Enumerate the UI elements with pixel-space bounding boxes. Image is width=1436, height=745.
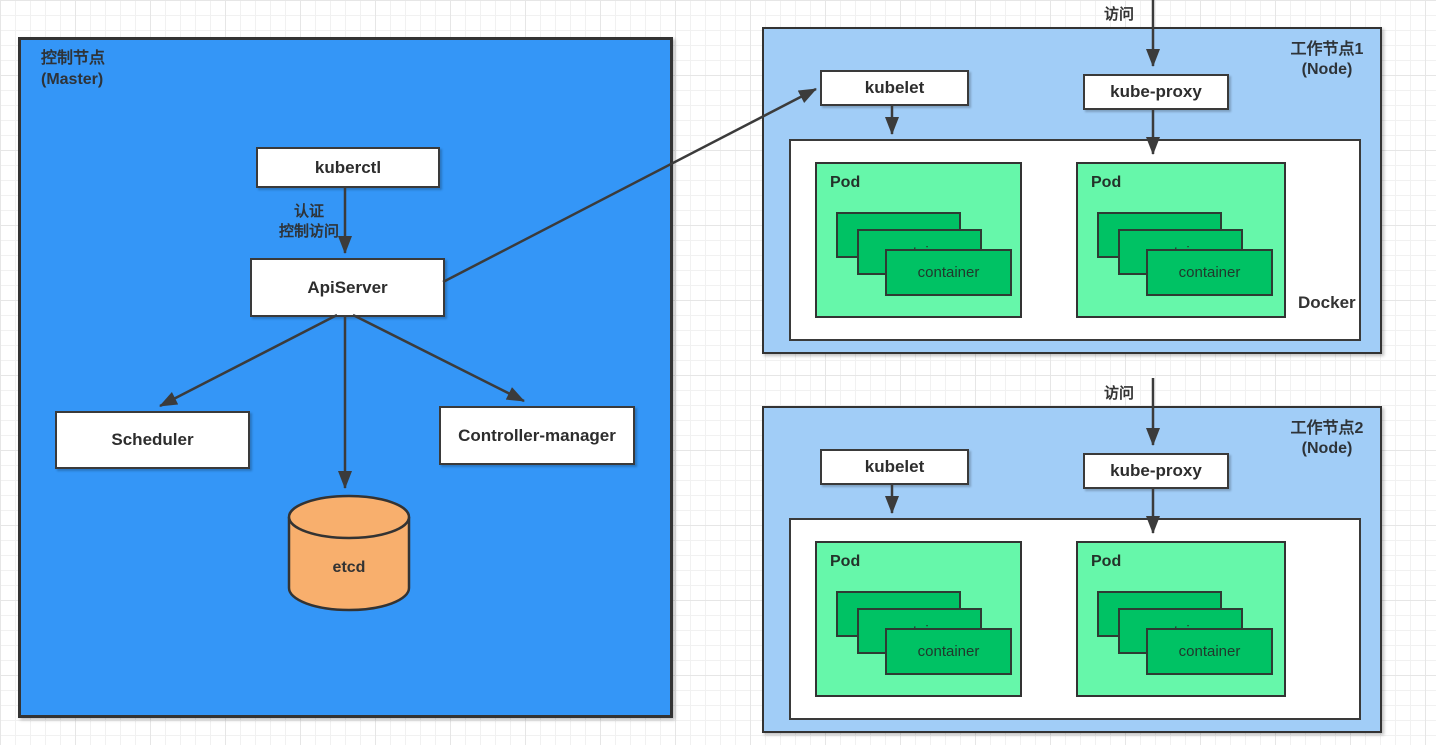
etcd-label: etcd xyxy=(332,559,366,576)
node1-pod-2-label: Pod xyxy=(1091,174,1122,191)
controller-manager-box: Controller-manager xyxy=(439,406,635,465)
auth-edge-label-line2: 控制访问 xyxy=(278,222,339,240)
node1-pod-1-container-front: container xyxy=(885,249,1012,296)
worker-node-1-title-line1: 工作节点1 xyxy=(1290,41,1364,58)
node1-kubelet-box: kubelet xyxy=(820,70,969,106)
kuberctl-label: kuberctl xyxy=(314,157,382,177)
scheduler-label: Scheduler xyxy=(111,430,194,449)
node2-pod-2: Pod container container container xyxy=(1076,541,1286,697)
worker-node-2-panel: 工作节点2 (Node) kubelet kube-proxy Pod cont… xyxy=(762,406,1382,733)
node2-kubelet-box: kubelet xyxy=(820,449,969,485)
node2-access-label: 访问 xyxy=(1104,385,1135,402)
etcd-cylinder: etcd xyxy=(286,493,412,614)
apiserver-box: ApiServer xyxy=(250,258,445,317)
worker-node-1-title: 工作节点1 (Node) xyxy=(1283,40,1371,80)
scheduler-box: Scheduler xyxy=(55,411,250,469)
node2-pod-2-container-front: container xyxy=(1146,628,1273,675)
node1-pod-2: Pod container container container xyxy=(1076,162,1286,318)
master-node-panel: 控制节点 (Master) kuberctl 认证 控制访问 ApiServer… xyxy=(18,37,673,718)
kuberctl-box: kuberctl xyxy=(256,147,440,188)
node1-pod-1: Pod container container container xyxy=(815,162,1022,318)
node1-docker-box: Docker Pod container container container… xyxy=(789,139,1361,341)
node2-pod-1: Pod container container container xyxy=(815,541,1022,697)
node1-pod-2-container-front: container xyxy=(1146,249,1273,296)
node2-docker-box: Pod container container container Pod co… xyxy=(789,518,1361,720)
node2-kubelet-label: kubelet xyxy=(864,457,925,476)
worker-node-2-title-line1: 工作节点2 xyxy=(1290,420,1364,437)
master-title-line1: 控制节点 xyxy=(41,50,106,67)
master-title-line2: (Master) xyxy=(41,70,104,88)
apiserver-label: ApiServer xyxy=(307,277,388,297)
node1-access-label: 访问 xyxy=(1104,6,1135,23)
node1-pod-1-label: Pod xyxy=(830,174,861,191)
node2-pod-1-label: Pod xyxy=(830,553,861,570)
controller-manager-label: Controller-manager xyxy=(458,425,616,445)
etcd-cylinder-shape xyxy=(287,494,411,612)
master-title: 控制节点 (Master) xyxy=(41,49,105,91)
worker-node-1-title-line2: (Node) xyxy=(1301,61,1353,78)
auth-edge-label-line1: 认证 xyxy=(293,203,324,220)
node2-kube-proxy-label: kube-proxy xyxy=(1110,461,1202,480)
node2-pod-2-label: Pod xyxy=(1091,553,1122,570)
node2-pod-1-container-front: container xyxy=(885,628,1012,675)
node2-kube-proxy-box: kube-proxy xyxy=(1083,453,1229,489)
worker-node-2-title-line2: (Node) xyxy=(1301,440,1353,457)
node1-docker-label: Docker xyxy=(1298,293,1356,312)
node1-kube-proxy-box: kube-proxy xyxy=(1083,74,1229,110)
worker-node-1-panel: 工作节点1 (Node) kubelet kube-proxy Docker P… xyxy=(762,27,1382,354)
auth-edge-label: 认证 控制访问 xyxy=(261,202,357,241)
node1-kube-proxy-label: kube-proxy xyxy=(1110,82,1202,101)
node1-kubelet-label: kubelet xyxy=(864,78,925,97)
worker-node-2-title: 工作节点2 (Node) xyxy=(1283,419,1371,459)
